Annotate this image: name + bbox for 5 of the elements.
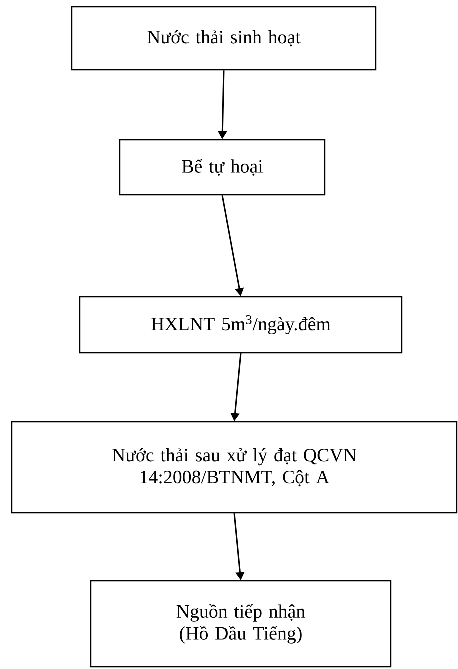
process-box: Nước thải sau xử lý đạt QCVN 14:2008/BTNMT, Cột A xyxy=(11,421,458,514)
process-box: HXLNT 5m$^{3}$/ngày.đêm xyxy=(79,296,403,354)
process-box: Nguồn tiếp nhận (Hồ Dầu Tiếng) xyxy=(90,580,392,668)
process-box: Nước thải sinh hoạt xyxy=(71,6,377,71)
process-box: Bể tự hoại xyxy=(119,139,326,196)
